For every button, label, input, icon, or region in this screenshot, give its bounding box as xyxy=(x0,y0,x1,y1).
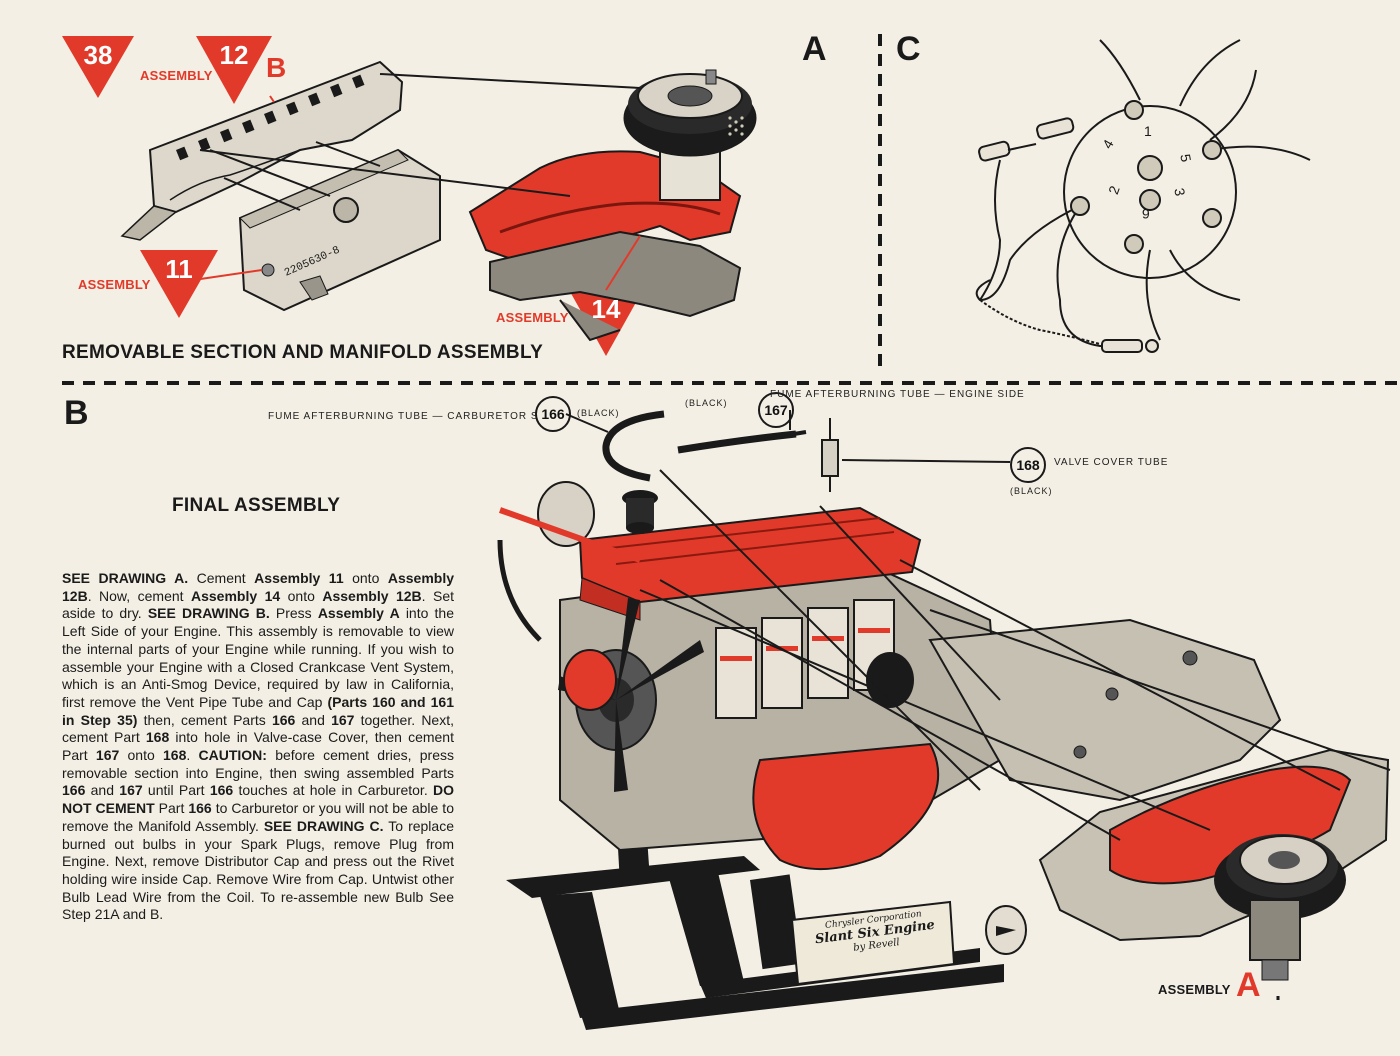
assembly-11-word: ASSEMBLY xyxy=(78,277,151,292)
assembly-14-triangle xyxy=(568,288,644,356)
instruction-run: together. Next, cement Part xyxy=(62,711,455,746)
part-167-color: (BLACK) xyxy=(685,398,728,408)
instruction-run: 167 xyxy=(119,782,143,799)
step-38-triangle xyxy=(62,36,134,98)
assembly-11-number: 11 xyxy=(165,254,193,284)
instruction-run: SEE DRAWING C. xyxy=(263,817,384,834)
assembly-a-word: ASSEMBLY xyxy=(1158,982,1231,997)
instruction-run: DO NOT CEMENT xyxy=(62,782,454,817)
final-assembly-title: FINAL ASSEMBLY xyxy=(172,495,341,516)
instruction-run: onto xyxy=(280,587,323,604)
assembly-12-word: ASSEMBLY xyxy=(140,68,213,83)
instruction-run: SEE DRAWING B. xyxy=(147,605,270,622)
instruction-run: into hole in Valve-case Cover, then ceme… xyxy=(62,729,454,764)
instruction-run: 166 xyxy=(188,800,212,817)
instruction-run: . xyxy=(186,747,199,764)
assembly-14-number: 14 xyxy=(591,294,621,324)
instruction-run: 166 xyxy=(62,782,86,799)
part-167-label: FUME AFTERBURNING TUBE — ENGINE SIDE xyxy=(770,389,1025,400)
instruction-run: 167 xyxy=(95,747,120,764)
instruction-run: Part xyxy=(154,800,189,817)
instruction-run: Assembly A xyxy=(317,605,400,622)
part-168-color: (BLACK) xyxy=(1010,486,1053,496)
instruction-run: To replace burned out bulbs in your Spar… xyxy=(62,817,454,923)
instruction-run: and xyxy=(295,711,332,728)
step-38-number: 38 xyxy=(83,40,113,70)
assembly-instructions: SEE DRAWING A. Cement Assembly 11 onto A… xyxy=(62,570,454,924)
instruction-run: 166 xyxy=(271,711,296,728)
instruction-run: Assembly 14 xyxy=(191,587,281,604)
assembly-12-triangle xyxy=(196,36,272,104)
instruction-run: to Carburetor or you will not be able to… xyxy=(62,800,454,834)
instruction-run: Cement xyxy=(188,570,255,586)
assembly-arrows-a xyxy=(179,73,641,291)
assembly-12-number: 12 xyxy=(219,40,249,70)
part-166-callout: 166 xyxy=(535,396,571,432)
part-167-callout: 167 xyxy=(758,392,794,428)
instruction-run: SEE DRAWING A. xyxy=(62,570,189,586)
instruction-run: Press xyxy=(269,605,318,622)
assembly-14-word: ASSEMBLY xyxy=(496,310,569,325)
instruction-run: . Now, cement xyxy=(87,587,191,604)
stand-crank-knob xyxy=(985,905,1027,955)
engine-block xyxy=(497,481,1282,871)
part-168-label: VALVE COVER TUBE xyxy=(1054,457,1169,468)
instruction-run: 168 xyxy=(145,729,170,746)
assembly-arrows-b xyxy=(639,469,1391,841)
instruction-run: . Set aside to dry. xyxy=(62,587,455,622)
part-166-color: (BLACK) xyxy=(577,408,620,418)
section-c-label: C xyxy=(896,30,921,68)
instruction-run: 167 xyxy=(331,711,355,728)
instruction-run: then, cement Parts xyxy=(137,711,272,728)
instruction-run: 168 xyxy=(163,747,187,764)
removable-section-title: REMOVABLE SECTION AND MANIFOLD ASSEMBLY xyxy=(62,342,544,363)
instruction-run: into the Left Side of your Engine. This … xyxy=(62,605,454,710)
section-a-label: A xyxy=(802,30,827,68)
assembly-12-suffix: B xyxy=(266,52,287,83)
engine-block-section-11: 2205630-8 xyxy=(238,148,441,312)
instruction-run: 166 xyxy=(209,782,234,799)
instruction-run: (Parts 160 and 161 in Step 35) xyxy=(62,693,454,728)
instruction-run: Assembly 12B xyxy=(322,587,422,604)
assembly-a-letter: A xyxy=(1236,966,1261,1004)
distributor-terminal-1: 1 xyxy=(1144,123,1152,139)
afterburning-tubes xyxy=(565,410,1011,492)
instruction-run: and xyxy=(85,782,120,799)
instruction-run: Assembly 12B xyxy=(62,570,454,604)
instruction-run: onto xyxy=(119,747,164,764)
part-168-callout: 168 xyxy=(1010,447,1046,483)
instruction-run: before cement dries, press removable sec… xyxy=(62,747,454,781)
instruction-run: until Part xyxy=(142,782,210,799)
side-panel-12b xyxy=(120,60,404,241)
manifold-assembly-a xyxy=(1038,748,1390,981)
section-b-label: B xyxy=(64,394,89,432)
instruction-run: onto xyxy=(343,570,388,586)
instruction-run: CAUTION: xyxy=(198,747,267,764)
assembly-11-triangle xyxy=(140,250,218,318)
instruction-run: touches at hole in Carburetor. xyxy=(233,782,433,799)
part-166-label: FUME AFTERBURNING TUBE — CARBURETOR SIDE xyxy=(268,411,559,422)
instruction-run: Assembly 11 xyxy=(254,570,344,586)
stand-name-plate xyxy=(790,900,956,986)
